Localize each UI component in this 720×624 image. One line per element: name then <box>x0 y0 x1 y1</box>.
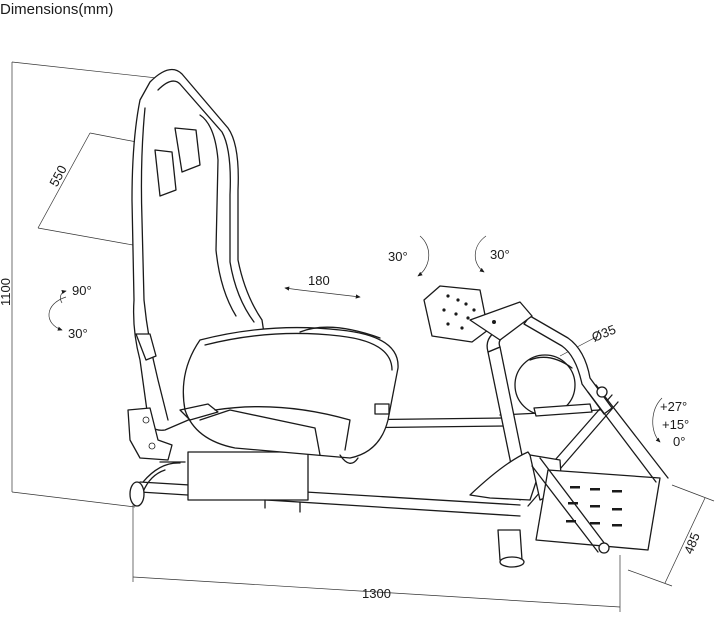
pedal-angle-3: 0° <box>673 434 685 449</box>
slide-dimension: 180 <box>284 273 361 299</box>
wheel-right-angle: 30° <box>490 247 510 262</box>
seat-cushion <box>182 326 399 464</box>
wheel-angle-left: 30° <box>388 235 430 277</box>
pedal-angle-1: +27° <box>660 399 687 414</box>
backrest-angle: 90° 30° <box>48 283 92 341</box>
pedal-angle-2: +15° <box>662 417 689 432</box>
pedal-platform <box>531 384 669 554</box>
pedal-angles: +27° +15° 0° <box>652 397 689 449</box>
height-dimension: 1100 <box>0 61 176 508</box>
wheel-left-angle: 30° <box>388 249 408 264</box>
tube-diameter-label: Ø35 <box>590 322 618 345</box>
slide-label: 180 <box>308 273 330 288</box>
length-label: 1300 <box>362 586 391 601</box>
wheel-plate <box>423 285 533 343</box>
backrest-bottom-angle: 30° <box>68 326 88 341</box>
backrest-top-angle: 90° <box>72 283 92 298</box>
length-dimension: 1300 <box>132 505 621 612</box>
seat-bracket <box>127 333 219 461</box>
wheel-angle-right: 30° <box>474 235 510 273</box>
seat-width-label: 550 <box>46 163 69 189</box>
diagram-title: Dimensions(mm) <box>0 1 113 18</box>
wheel-column <box>469 315 613 568</box>
pedal-width-label: 485 <box>681 530 703 556</box>
height-label: 1100 <box>0 278 13 306</box>
